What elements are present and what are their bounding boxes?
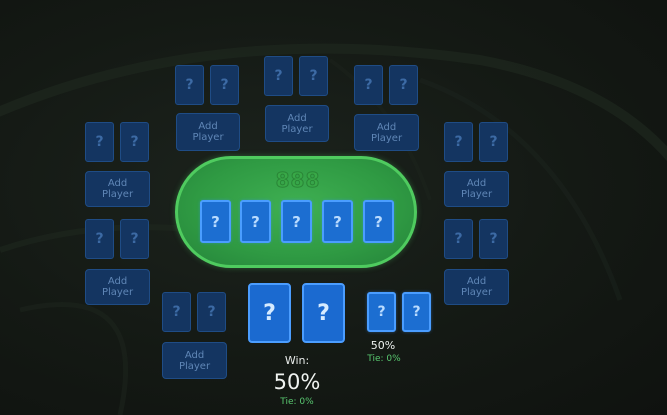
hero-win-percentage: 50% <box>273 370 321 394</box>
seat-right-lower-card-1[interactable]: ? <box>444 219 473 259</box>
add-player-button-bottom-left[interactable]: Add Player <box>162 342 227 379</box>
add-player-button-top-center[interactable]: Add Player <box>265 105 329 142</box>
table-logo: 888 <box>275 168 321 193</box>
opponent-hole-card-2[interactable]: ? <box>402 292 431 332</box>
seat-top-right-card-2[interactable]: ? <box>389 65 418 105</box>
board-card-2[interactable]: ? <box>240 200 271 243</box>
seat-right-upper-card-2[interactable]: ? <box>479 122 508 162</box>
board-card-1[interactable]: ? <box>200 200 231 243</box>
seat-top-center-card-1[interactable]: ? <box>264 56 293 96</box>
seat-top-left-card-2[interactable]: ? <box>210 65 239 105</box>
hero-tie-percentage: Tie: 0% <box>280 397 314 407</box>
add-player-button-left-lower[interactable]: Add Player <box>85 269 150 305</box>
seat-left-lower-card-1[interactable]: ? <box>85 219 114 259</box>
seat-top-center-card-2[interactable]: ? <box>299 56 328 96</box>
seat-top-right-card-1[interactable]: ? <box>354 65 383 105</box>
seat-bottom-left-card-1[interactable]: ? <box>162 292 191 332</box>
hero-win-label: Win: <box>284 354 310 367</box>
add-player-button-right-upper[interactable]: Add Player <box>444 171 509 207</box>
seat-right-upper-card-1[interactable]: ? <box>444 122 473 162</box>
hero-hole-card-1[interactable]: ? <box>248 283 291 343</box>
seat-right-lower-card-2[interactable]: ? <box>479 219 508 259</box>
opponent-hole-card-1[interactable]: ? <box>367 292 396 332</box>
seat-left-lower-card-2[interactable]: ? <box>120 219 149 259</box>
add-player-button-top-left[interactable]: Add Player <box>176 113 240 151</box>
opponent-tie-percentage: Tie: 0% <box>367 354 401 364</box>
seat-bottom-left-card-2[interactable]: ? <box>197 292 226 332</box>
seat-top-left-card-1[interactable]: ? <box>175 65 204 105</box>
add-player-button-top-right[interactable]: Add Player <box>354 114 419 151</box>
add-player-button-right-lower[interactable]: Add Player <box>444 269 509 305</box>
seat-left-upper-card-1[interactable]: ? <box>85 122 114 162</box>
add-player-button-left-upper[interactable]: Add Player <box>85 171 150 207</box>
hero-hole-card-2[interactable]: ? <box>302 283 345 343</box>
seat-left-upper-card-2[interactable]: ? <box>120 122 149 162</box>
opponent-win-percentage: 50% <box>370 339 396 352</box>
board-card-3[interactable]: ? <box>281 200 312 243</box>
board-card-4[interactable]: ? <box>322 200 353 243</box>
board-card-5[interactable]: ? <box>363 200 394 243</box>
